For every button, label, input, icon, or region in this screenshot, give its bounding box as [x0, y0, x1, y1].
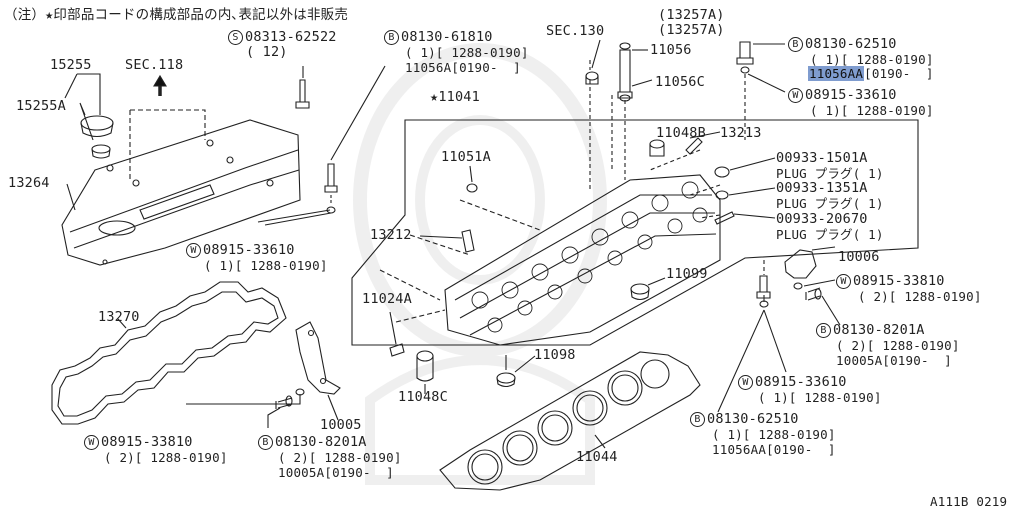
w-marker-icon: W: [788, 88, 803, 103]
b-marker-icon: B: [816, 323, 831, 338]
label-11099[interactable]: 11099: [666, 266, 708, 282]
quantity-text: ( 1)[ 1288-0190]: [810, 52, 934, 67]
alt-part-text: 11056A[0190- ]: [405, 60, 521, 75]
quantity-text: ( 12): [246, 44, 288, 60]
label-plug-00933-1501a[interactable]: 00933-1501A: [776, 150, 868, 166]
part-number: 08313-62522: [245, 29, 337, 45]
label-13257a[interactable]: (13257A): [658, 22, 725, 38]
bracket-10006: [784, 249, 817, 279]
cylinder-head-11041: [444, 174, 721, 346]
label-13212[interactable]: 13212: [370, 227, 412, 243]
alt-part-text: 10005A[0190- ]: [836, 353, 952, 368]
b-marker-icon: B: [384, 30, 399, 45]
label-15255[interactable]: 15255: [50, 57, 92, 73]
label-13264[interactable]: 13264: [8, 175, 50, 191]
oil-cap-15255: [80, 115, 114, 159]
quantity-text: ( 2)[ 1288-0190]: [278, 450, 402, 465]
diagram-code: A111B 0219: [930, 494, 1008, 509]
quantity-text: ( 1)[ 1288-0190]: [810, 103, 934, 118]
valve-cover-gasket-13270: [51, 281, 287, 425]
plug-name: PLUG プラグ( 1): [776, 196, 884, 211]
label-10005[interactable]: 10005: [320, 417, 362, 433]
label-11098[interactable]: 11098: [534, 347, 576, 363]
label-sec-130[interactable]: SEC.130: [546, 23, 605, 39]
quantity-text: ( 2)[ 1288-0190]: [104, 450, 228, 465]
part-number: 13213: [720, 125, 762, 141]
s-marker-icon: S: [228, 30, 243, 45]
quantity-text: ( 1)[ 1288-0190]: [758, 390, 882, 405]
part-number: 08915-33810: [853, 273, 945, 289]
label-11041[interactable]: ★11041: [430, 89, 480, 105]
label-11051a[interactable]: 11051A: [441, 149, 491, 165]
part-number: 08915-33810: [101, 434, 193, 450]
highlighted-part-number[interactable]: 11056AA: [808, 66, 865, 81]
label-plug-00933-20670[interactable]: 00933-20670: [776, 211, 868, 227]
quantity-text: ( 2)[ 1288-0190]: [836, 338, 960, 353]
w-marker-icon: W: [186, 243, 201, 258]
plug-name: PLUG プラグ( 1): [776, 227, 884, 242]
label-11044[interactable]: 11044: [576, 449, 618, 465]
b-marker-icon: B: [788, 37, 803, 52]
w-marker-icon: W: [738, 375, 753, 390]
plug-name: PLUG プラグ( 1): [776, 166, 884, 181]
label-11048b[interactable]: 11048B: [656, 125, 706, 141]
part-number: 08915-33610: [203, 242, 295, 258]
w-marker-icon: W: [836, 274, 851, 289]
valve-cover-13264: [61, 119, 301, 266]
label-11056[interactable]: 11056: [650, 42, 692, 58]
b-marker-icon: B: [690, 412, 705, 427]
label-10006[interactable]: 10006: [838, 249, 880, 265]
alt-part-text: 10005A[0190- ]: [278, 465, 394, 480]
part-number: 08130-62510: [707, 411, 799, 427]
quantity-text: ( 2)[ 1288-0190]: [858, 289, 982, 304]
part-number: 08915-33610: [755, 374, 847, 390]
w-marker-icon: W: [84, 435, 99, 450]
alt-part-text: 11056AA[0190- ]: [712, 442, 836, 457]
quantity-text: ( 1)[ 1288-0190]: [712, 427, 836, 442]
label-sec-118[interactable]: SEC.118: [125, 57, 184, 73]
part-number: 08130-8201A: [833, 322, 925, 338]
label-13213[interactable]: 13213: [720, 126, 762, 141]
head-gasket-11044: [439, 351, 701, 491]
bracket-10005: [295, 321, 341, 395]
part-number: 08915-33610: [805, 87, 897, 103]
head-assembly-frame: [351, 119, 919, 346]
note-text: （注）★印部品コードの構成部品の内､表記以外は非販売: [4, 7, 349, 23]
label-plug-00933-1351a[interactable]: 00933-1351A: [776, 180, 868, 196]
part-number: 08130-61810: [401, 29, 493, 45]
label-11048c[interactable]: 11048C: [398, 389, 448, 405]
label-15255a[interactable]: 15255A: [16, 98, 66, 114]
label-11024a[interactable]: 11024A: [362, 291, 412, 307]
b-marker-icon: B: [258, 435, 273, 450]
quantity-text: ( 1)[ 1288-0190]: [204, 258, 328, 273]
label-13257a[interactable]: (13257A): [658, 7, 725, 23]
date-range: [0190- ]: [864, 66, 934, 81]
alt-part-row: 11056AA[0190- ]: [808, 66, 934, 81]
quantity-text: ( 1)[ 1288-0190]: [405, 45, 529, 60]
part-number: 08130-62510: [805, 36, 897, 52]
part-number: 08130-8201A: [275, 434, 367, 450]
label-13270[interactable]: 13270: [98, 309, 140, 325]
label-11056c[interactable]: 11056C: [655, 74, 705, 90]
